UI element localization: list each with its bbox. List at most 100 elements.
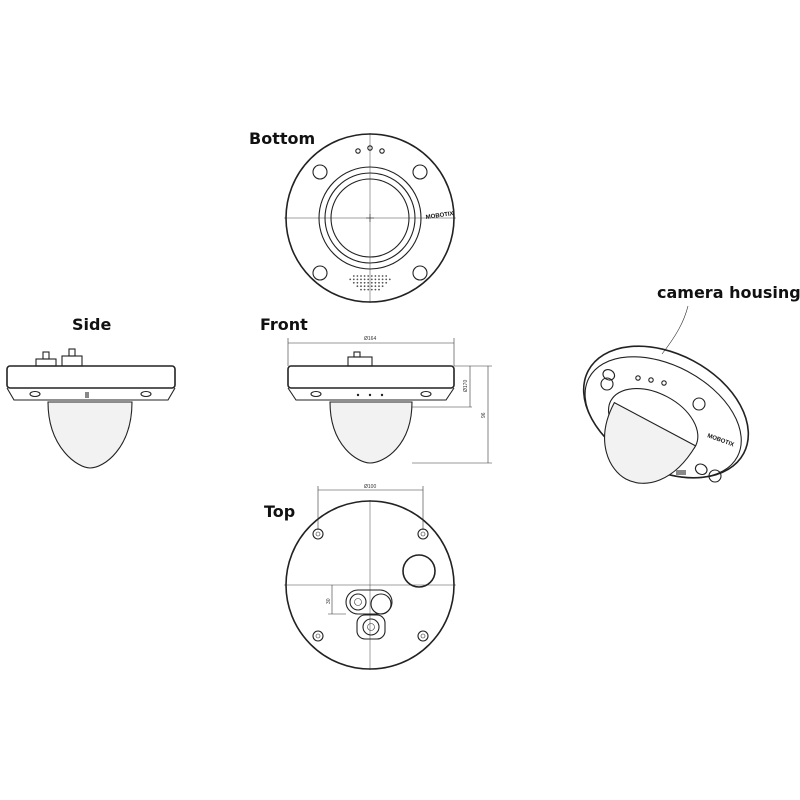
side-dome — [47, 401, 133, 469]
top-screw-br-inner — [420, 633, 426, 639]
top-screw-bl-inner — [315, 633, 321, 639]
bottom-view-label: Bottom — [249, 129, 315, 148]
front-view: Front Ø164 Ø170 96 — [260, 315, 492, 464]
bottom-dome-outer — [324, 172, 416, 264]
speaker-grill-dot — [385, 278, 388, 281]
speaker-grill-dot — [378, 278, 380, 281]
bottom-dome-lens — [330, 178, 410, 258]
bottom-screw-hole-tr — [412, 164, 428, 180]
perspective-screw-left — [602, 368, 616, 381]
speaker-grill-dot — [388, 278, 391, 281]
perspective-screw-right — [694, 463, 708, 476]
speaker-grill-dot — [378, 288, 380, 291]
speaker-grill-dot — [356, 285, 359, 288]
speaker-grill-dot — [381, 285, 384, 288]
top-connector-right — [370, 593, 392, 615]
camera-housing-leader-line — [661, 305, 689, 355]
speaker-grill-dot — [374, 281, 377, 284]
speaker-grill-dot — [381, 275, 384, 277]
front-total-height-dim-text: 96 — [481, 412, 487, 418]
front-dome — [329, 401, 413, 464]
speaker-grill-dot — [360, 285, 362, 288]
top-connector-left-inner — [354, 598, 362, 606]
side-view-label: Side — [72, 315, 111, 334]
side-housing-base — [6, 387, 176, 401]
top-offset-dim-text: 30 — [326, 598, 332, 604]
perspective-dome — [604, 401, 697, 484]
bottom-speaker-grill — [349, 275, 391, 291]
speaker-grill-dot — [360, 278, 362, 281]
speaker-grill-dot — [363, 278, 366, 281]
speaker-grill-dot — [352, 278, 355, 281]
speaker-grill-dot — [378, 285, 380, 288]
camera-housing-callout-label: camera housing — [657, 283, 800, 302]
perspective-led-3 — [661, 380, 667, 386]
front-view-label: Front — [260, 315, 308, 334]
speaker-grill-dot — [352, 281, 355, 284]
speaker-grill-dot — [367, 288, 370, 291]
speaker-grill-dot — [374, 288, 377, 291]
perspective-screw-hole-c — [708, 469, 722, 483]
side-screw-left — [29, 390, 41, 398]
speaker-grill-dot — [385, 275, 388, 277]
top-screw-tr-inner — [420, 531, 426, 537]
speaker-grill-dot — [367, 275, 370, 277]
front-led-1 — [356, 393, 360, 397]
speaker-grill-dot — [370, 288, 373, 291]
speaker-grill-dot — [378, 275, 380, 277]
speaker-grill-dot — [352, 275, 355, 277]
speaker-grill-dot — [374, 278, 377, 281]
front-screw-right — [420, 390, 432, 398]
perspective-grill-mark — [676, 470, 686, 475]
speaker-grill-dot — [363, 281, 366, 284]
speaker-grill-dot — [367, 281, 370, 284]
speaker-grill-dot — [370, 285, 373, 288]
perspective-screw-hole-b — [692, 397, 706, 411]
front-width-dim-text: Ø164 — [364, 336, 376, 342]
side-connector-left — [35, 358, 57, 367]
speaker-grill-dot — [370, 278, 373, 281]
top-screw-br — [417, 630, 429, 642]
speaker-grill-dot — [370, 275, 373, 277]
bottom-screw-hole-tl — [312, 164, 328, 180]
top-width-dim-text: Ø100 — [364, 484, 376, 490]
speaker-grill-dot — [356, 278, 359, 281]
front-housing-ring — [287, 365, 455, 389]
speaker-grill-dot — [356, 281, 359, 284]
top-screw-tl-inner — [315, 531, 321, 537]
top-view: Top Ø100 30 — [264, 484, 456, 670]
speaker-grill-dot — [381, 278, 384, 281]
speaker-grill-dot — [360, 281, 362, 284]
speaker-grill-dot — [385, 281, 388, 284]
bottom-outer-ring — [285, 133, 455, 303]
speaker-grill-dot — [360, 275, 362, 277]
front-screw-left — [310, 390, 322, 398]
speaker-grill-dot — [363, 285, 366, 288]
speaker-grill-dot — [363, 275, 366, 277]
top-view-label: Top — [264, 502, 295, 521]
front-led-3 — [380, 393, 384, 397]
speaker-grill-dot — [356, 275, 359, 277]
bottom-led-2 — [367, 145, 373, 151]
top-screw-tr — [417, 528, 429, 540]
top-screw-tl — [312, 528, 324, 540]
front-housing-base — [287, 387, 455, 401]
front-led-2 — [368, 393, 372, 397]
perspective-led-2 — [648, 377, 654, 383]
top-lower-connector-inner — [367, 623, 375, 631]
speaker-grill-dot — [381, 281, 384, 284]
bottom-inner-ring — [318, 166, 422, 270]
perspective-led-1 — [635, 375, 641, 381]
speaker-grill-dot — [374, 275, 377, 277]
speaker-grill-dot — [349, 278, 352, 281]
speaker-grill-dot — [367, 285, 370, 288]
side-housing-ring — [6, 365, 176, 389]
top-screw-bl — [312, 630, 324, 642]
front-connector-pin — [353, 351, 361, 358]
top-lower-connector-ring — [362, 618, 380, 636]
speaker-grill-dot — [363, 288, 366, 291]
speaker-grill-dot — [370, 281, 373, 284]
bottom-led-3 — [379, 148, 385, 154]
perspective-view: camera housing MOBOTIX — [582, 283, 800, 484]
